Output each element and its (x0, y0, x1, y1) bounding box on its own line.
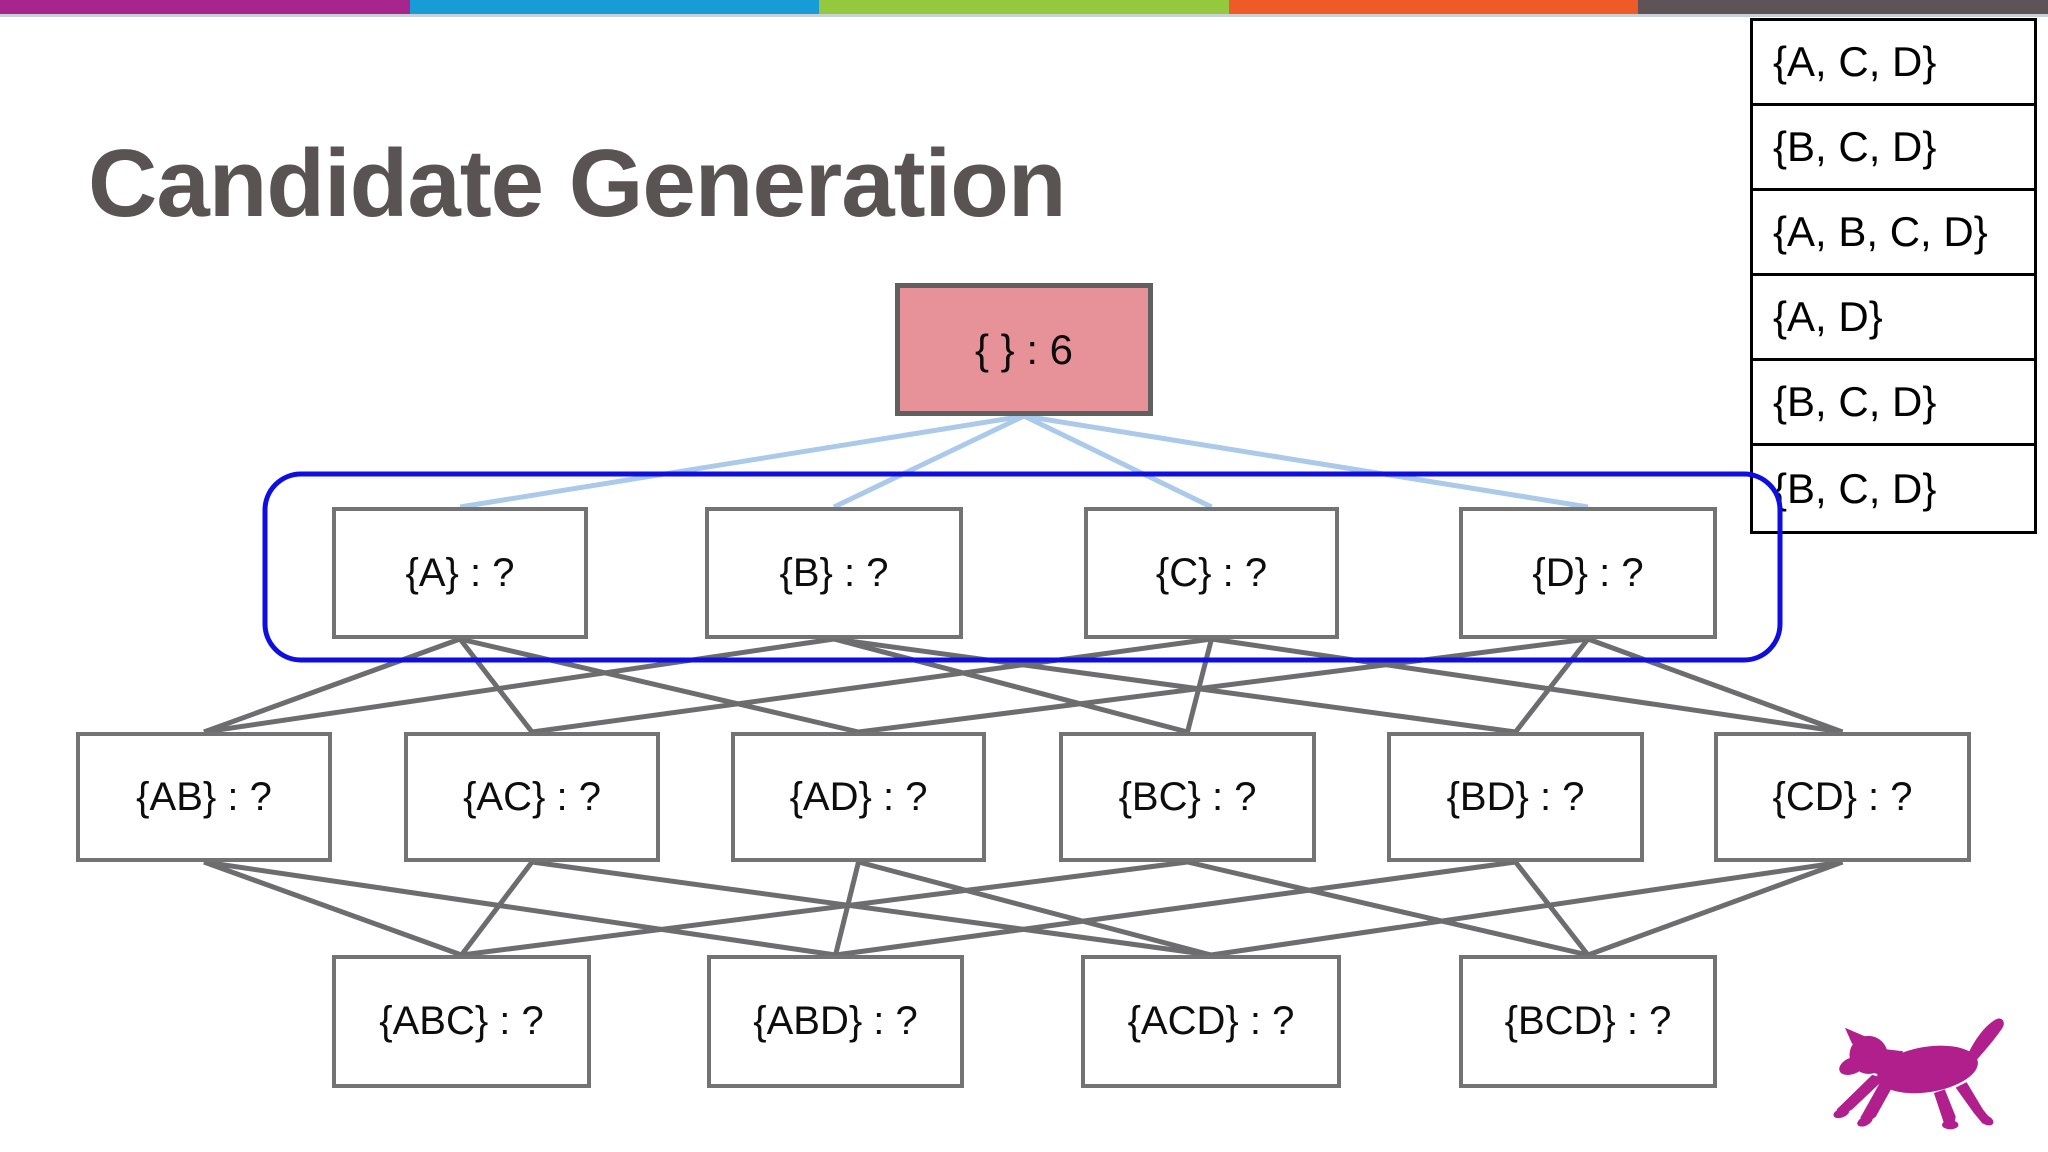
edge-root-D (1023, 413, 1589, 510)
edge-CD-BCD (1587, 859, 1844, 958)
edge-BC-BCD (1186, 859, 1589, 958)
itemset-node-AC: {AC} : ? (404, 732, 660, 862)
itemset-node-ABD: {ABD} : ? (707, 955, 964, 1088)
edge-AD-ACD (857, 859, 1212, 958)
edge-BC-ABC (461, 859, 1188, 958)
transaction-row-1: {A, C, D} (1753, 21, 2034, 106)
edge-AB-ABD (203, 859, 836, 958)
edge-D-CD (1587, 636, 1844, 735)
itemset-node-root: { } : 6 (895, 283, 1153, 416)
itemset-node-BCD: {BCD} : ? (1459, 955, 1717, 1088)
edge-A-AB (203, 636, 461, 735)
itemset-node-B: {B} : ? (705, 507, 963, 639)
top-accent-bar-shadow (0, 14, 2048, 17)
itemset-node-AD: {AD} : ? (731, 732, 986, 862)
accent-bar-segment-2 (409, 0, 820, 14)
itemset-node-C: {C} : ? (1084, 507, 1339, 639)
dog-silhouette (1833, 1018, 2004, 1130)
edge-root-C (1022, 413, 1213, 510)
edge-AC-ACD (531, 859, 1212, 958)
edge-AB-ABC (203, 859, 463, 958)
edge-C-BC (1185, 638, 1214, 733)
edge-AC-ABC (459, 860, 534, 957)
itemset-node-ACD: {ACD} : ? (1081, 955, 1341, 1088)
edge-BD-BCD (1513, 860, 1590, 957)
accent-bar-segment-1 (0, 0, 410, 14)
edge-AD-ABD (833, 861, 861, 956)
itemset-node-AB: {AB} : ? (76, 732, 332, 862)
edge-root-B (832, 413, 1026, 510)
transaction-row-3: {A, B, C, D} (1753, 191, 2034, 276)
itemset-node-CD: {CD} : ? (1714, 732, 1971, 862)
transaction-row-5: {B, C, D} (1753, 361, 2034, 446)
page-title: Candidate Generation (88, 130, 1066, 238)
edge-B-BC (833, 636, 1189, 735)
transaction-row-4: {A, D} (1753, 276, 2034, 361)
edge-B-AB (203, 636, 835, 735)
candidate-1-itemsets-highlight (262, 471, 1783, 663)
edge-C-AC (531, 636, 1212, 735)
accent-bar-segment-5 (1638, 0, 2048, 14)
transaction-row-2: {B, C, D} (1753, 106, 2034, 191)
accent-bar-segment-3 (819, 0, 1229, 14)
dog-logo (1833, 1018, 2004, 1130)
edge-D-BD (1513, 637, 1590, 734)
itemset-table: {A, C, D}{B, C, D}{A, B, C, D}{A, D}{B, … (1750, 18, 2037, 534)
itemset-node-BD: {BD} : ? (1387, 732, 1644, 862)
edge-root-A (459, 413, 1025, 510)
edge-A-AD (459, 636, 860, 735)
edge-B-BD (833, 636, 1516, 735)
itemset-node-D: {D} : ? (1459, 507, 1717, 639)
edge-D-AD (858, 636, 1589, 735)
edge-C-CD (1211, 636, 1843, 735)
top-accent-bar (0, 0, 2048, 14)
edge-CD-ACD (1210, 859, 1843, 958)
itemset-node-A: {A} : ? (332, 507, 588, 639)
edge-A-AC (458, 637, 534, 734)
accent-bar-segment-4 (1228, 0, 1639, 14)
itemset-node-BC: {BC} : ? (1059, 732, 1316, 862)
transaction-row-6: {B, C, D} (1753, 446, 2034, 531)
itemset-node-ABC: {ABC} : ? (332, 955, 591, 1088)
edge-BD-ABD (835, 859, 1516, 958)
